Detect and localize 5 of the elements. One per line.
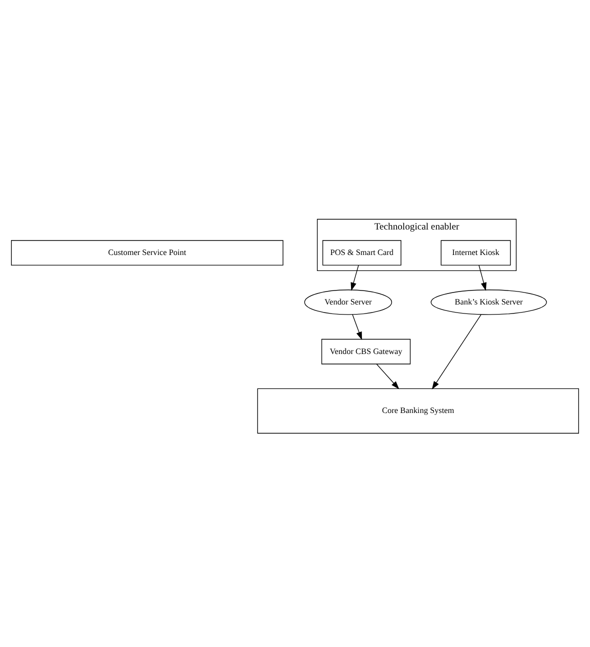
arrow [432,314,482,390]
arrow [376,364,400,390]
arrow [350,265,359,291]
arrow [478,265,486,291]
arrow [352,314,362,340]
